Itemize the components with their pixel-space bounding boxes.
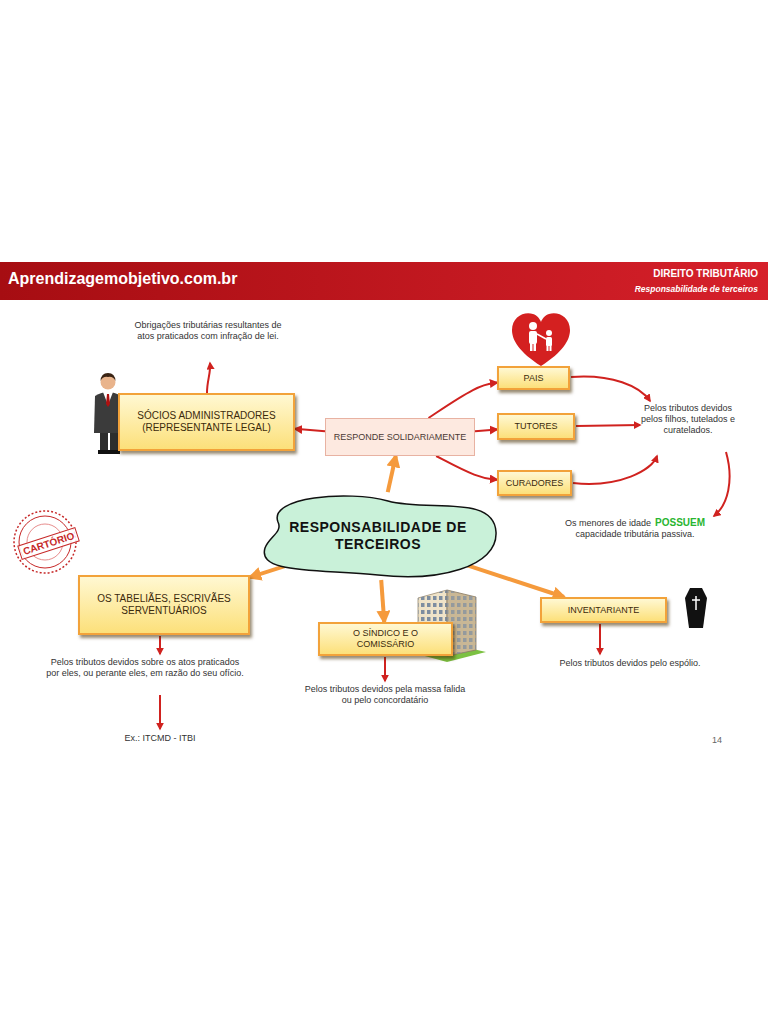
- child-leg: [550, 345, 552, 351]
- notary-stamp: [14, 511, 76, 573]
- header-band: [0, 262, 768, 300]
- figure-shoe: [98, 450, 109, 454]
- connector-arrow: [295, 429, 325, 431]
- note-text: capacidade tributária passiva.: [575, 529, 694, 540]
- note-text: Os menores de idade: [565, 518, 651, 529]
- coffin-cross: [692, 599, 700, 601]
- figure-hair: [101, 373, 116, 381]
- connector-arrow: [475, 430, 497, 432]
- leader-arrow: [159, 636, 161, 654]
- label-group: DIREITO TRIBUTÁRIO: [458, 268, 758, 279]
- relation-box: RESPONDE SOLIDARIAMENTE: [325, 418, 475, 456]
- connector-arrow: [436, 456, 497, 480]
- coffin-shape: [685, 588, 707, 628]
- example-text: Ex.: ITCMD - ITBI: [100, 733, 220, 744]
- holding-hands: [537, 334, 546, 339]
- person-leg: [530, 343, 533, 351]
- leader-arrow: [599, 624, 601, 654]
- node-text: RESPONDE SOLIDARIAMENTE: [334, 432, 467, 443]
- node-text: CURADORES: [506, 478, 564, 489]
- family-heart: [512, 313, 570, 366]
- figure-tie: [106, 394, 110, 407]
- coffin-cross: [695, 596, 697, 610]
- role-box: SÓCIOS ADMINISTRADORES (REPRESENTANTE LE…: [118, 393, 295, 451]
- child-leg: [547, 345, 549, 351]
- node-text: TUTORES: [515, 421, 558, 432]
- role-box: INVENTARIANTE: [540, 597, 667, 623]
- coffin-symbol: [685, 588, 707, 628]
- role-box: OS TABELIÃES, ESCRIVÃES SERVENTUÁRIOS: [78, 575, 250, 635]
- node-text: O SÍNDICO E O COMISSÁRIO: [324, 628, 447, 650]
- connector-arrow: [467, 565, 563, 597]
- label-group: Pelos tributos devidos sobre os atos pra…: [45, 657, 245, 679]
- leader-arrow: [159, 695, 161, 729]
- role-box: TUTORES: [497, 413, 575, 440]
- note-text: Obrigações tributárias resultantes de at…: [128, 320, 288, 342]
- stamp-ring: [14, 511, 76, 573]
- note-text: Pelos tributos devidos pela massa falida…: [300, 684, 470, 706]
- label-group: Pelos tributos devidos pela massa falida…: [300, 684, 470, 706]
- person-body: [529, 331, 537, 344]
- role-box: O SÍNDICO E O COMISSÁRIO: [318, 622, 453, 656]
- subject-title: DIREITO TRIBUTÁRIO: [653, 268, 758, 279]
- child-head: [546, 330, 552, 336]
- slide-subtitle: Responsabilidade de terceiros: [635, 284, 758, 294]
- site-name: Aprendizagemobjetivo.com.br: [8, 270, 237, 287]
- label-group: Ex.: ITCMD - ITBI: [100, 733, 220, 744]
- leader-arrow: [384, 657, 386, 681]
- connector-arrow: [381, 580, 384, 622]
- connector-arrow: [388, 456, 396, 492]
- leader-arrow: [714, 452, 730, 516]
- label-group: Pelos tributos devidos pelo espólio.: [515, 658, 745, 669]
- heart-shape: [512, 313, 570, 366]
- child-body: [546, 337, 552, 346]
- leader-arrow: [576, 425, 640, 426]
- connector-arrow: [429, 383, 498, 418]
- note-text: Pelos tributos devidos sobre os atos pra…: [45, 657, 245, 679]
- label-group: 14: [712, 735, 742, 745]
- page-number: 14: [712, 735, 722, 745]
- leader-arrow: [571, 377, 650, 401]
- figure-leg: [100, 430, 108, 452]
- role-box: CURADORES: [497, 470, 572, 496]
- person-head: [529, 322, 537, 330]
- leader-arrow: [207, 363, 210, 393]
- stamp-text: CARTÓRIO: [22, 530, 76, 557]
- label-group: Obrigações tributárias resultantes de at…: [128, 320, 288, 342]
- node-text: PAIS: [524, 373, 544, 384]
- label-group: CARTÓRIO: [17, 527, 80, 560]
- person-leg: [534, 343, 537, 351]
- role-box: PAIS: [497, 366, 570, 390]
- leader-arrow: [573, 456, 657, 484]
- node-text: SÓCIOS ADMINISTRADORES (REPRESENTANTE LE…: [124, 410, 289, 434]
- note-text: Pelos tributos devidos pelo espólio.: [515, 658, 745, 669]
- node-text: RESPONSABILIDADE DE TERCEIROS: [258, 519, 498, 553]
- label-group: Os menores de idade POSSUEMcapacidade tri…: [560, 517, 710, 540]
- node-text: INVENTARIANTE: [568, 605, 639, 616]
- central-blob: RESPONSABILIDADE DE TERCEIROS: [258, 492, 498, 580]
- label-group: Aprendizagemobjetivo.com.br: [8, 270, 328, 288]
- label-group: Responsabilidade de terceiros: [458, 284, 758, 294]
- note-text: Pelos tributos devidos pelos filhos, tut…: [640, 403, 736, 436]
- node-text: OS TABELIÃES, ESCRIVÃES SERVENTUÁRIOS: [84, 593, 244, 617]
- note-text: POSSUEM: [655, 517, 705, 528]
- label-group: Pelos tributos devidos pelos filhos, tut…: [640, 403, 736, 436]
- figure-leg: [110, 430, 118, 452]
